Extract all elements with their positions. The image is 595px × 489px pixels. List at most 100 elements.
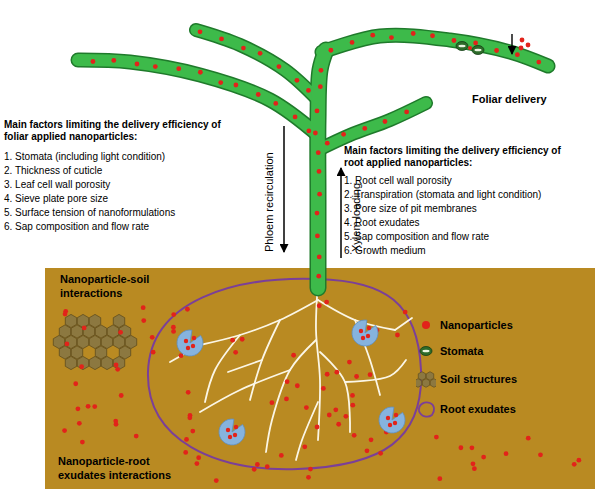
nanoparticle	[150, 335, 155, 340]
nanoparticle	[80, 440, 85, 445]
soil-particle	[101, 356, 112, 369]
nanoparticle	[393, 421, 397, 425]
nanoparticle	[459, 445, 464, 450]
nanoparticle	[198, 29, 203, 34]
legend-label: Root exudates	[440, 403, 516, 415]
nanoparticle	[185, 307, 190, 312]
nanoparticle	[347, 360, 352, 365]
list-item: 2. Thickness of cuticle	[4, 165, 102, 177]
nanoparticle	[184, 437, 189, 442]
nanoparticle	[471, 461, 476, 466]
nanoparticle	[388, 423, 392, 427]
nanoparticle	[65, 341, 70, 346]
nanoparticle	[319, 68, 324, 73]
nanoparticle	[366, 334, 370, 338]
list-item: 6. Sap composition and flow rate	[4, 221, 149, 233]
nanoparticle	[119, 393, 124, 398]
nanoparticle	[279, 453, 284, 458]
nanoparticle	[241, 46, 246, 51]
soil-particle	[89, 356, 100, 369]
plant-outline	[318, 103, 426, 150]
nanoparticle	[369, 437, 374, 442]
nanoparticle	[285, 379, 290, 384]
nanoparticle	[367, 326, 371, 330]
nanoparticle	[77, 421, 82, 426]
nanoparticle	[352, 433, 357, 438]
nanoparticle	[218, 80, 223, 85]
nanoparticle	[452, 38, 457, 43]
nanoparticle	[194, 461, 199, 466]
nanoparticle	[350, 393, 355, 398]
nanoparticle	[306, 128, 311, 133]
nanoparticle	[368, 372, 373, 377]
nanoparticle	[526, 436, 531, 441]
nanoparticle	[327, 413, 332, 418]
nanoparticle	[171, 325, 176, 330]
region-heading: Nanoparticle-root exudates interactions	[58, 455, 186, 483]
legend-swatch	[416, 341, 436, 361]
nanoparticle	[394, 413, 398, 417]
nanoparticle	[470, 445, 475, 450]
nanoparticle	[118, 330, 123, 335]
nanoparticle	[196, 455, 201, 460]
nanoparticle	[572, 462, 577, 467]
nanoparticle	[86, 404, 91, 409]
legend-label: Stomata	[440, 345, 483, 357]
nanoparticle	[315, 108, 320, 113]
nanoparticle	[115, 367, 120, 372]
nanoparticle	[536, 60, 541, 65]
nanoparticle	[389, 35, 394, 40]
plant-outline	[318, 50, 326, 288]
nanoparticle	[92, 404, 97, 409]
nanoparticle	[226, 428, 230, 432]
nanoparticle	[186, 346, 190, 350]
list-item: 3. Leaf cell wall porosity	[4, 179, 110, 191]
nanoparticle	[62, 428, 67, 433]
annotation: Foliar delivery	[472, 93, 547, 106]
nanoparticle	[325, 141, 330, 146]
soil-structure-cluster	[53, 314, 136, 369]
nanoparticle	[316, 274, 321, 279]
nanoparticle	[468, 46, 472, 50]
nanoparticle	[317, 192, 322, 197]
nanoparticle	[291, 353, 296, 358]
nanoparticle	[350, 40, 355, 45]
soil-particle	[77, 356, 88, 369]
legend-entry: Nanoparticles	[416, 315, 513, 335]
nanoparticle	[343, 414, 348, 419]
list-heading: Main factors limiting the delivery effic…	[344, 145, 562, 169]
nanoparticle	[183, 450, 188, 455]
nanoparticle	[520, 38, 525, 43]
nanoparticle	[186, 390, 191, 395]
nanoparticle	[354, 374, 359, 379]
nanoparticle	[82, 325, 87, 330]
nanoparticle	[515, 52, 520, 57]
legend-entry: Stomata	[416, 341, 483, 361]
nanoparticle	[269, 400, 274, 405]
nanoparticle	[341, 132, 346, 137]
plant-organ	[318, 103, 426, 150]
nanoparticle	[258, 51, 263, 56]
nanoparticle	[219, 37, 224, 42]
nanoparticle	[176, 66, 181, 71]
nanoparticle	[306, 475, 311, 480]
nanoparticle	[233, 433, 237, 437]
stoma	[456, 42, 468, 51]
list-item: 1. Root cell wall porosity	[344, 175, 452, 187]
nanoparticle	[284, 396, 289, 401]
nanoparticle	[171, 312, 176, 317]
nanoparticle	[230, 338, 235, 343]
nanoparticle	[411, 31, 416, 36]
nanoparticle	[134, 434, 139, 439]
nanoparticle	[494, 48, 499, 53]
legend-entry: Soil structures	[416, 369, 517, 389]
nanoparticle	[321, 386, 326, 391]
plant-outline	[322, 35, 548, 66]
nanoparticle	[295, 78, 300, 83]
stoma-guard	[472, 46, 484, 55]
nanoparticle	[370, 33, 375, 38]
nanoparticle	[192, 336, 196, 340]
nanoparticle	[76, 406, 81, 411]
soil-particle-symbol	[426, 372, 433, 381]
